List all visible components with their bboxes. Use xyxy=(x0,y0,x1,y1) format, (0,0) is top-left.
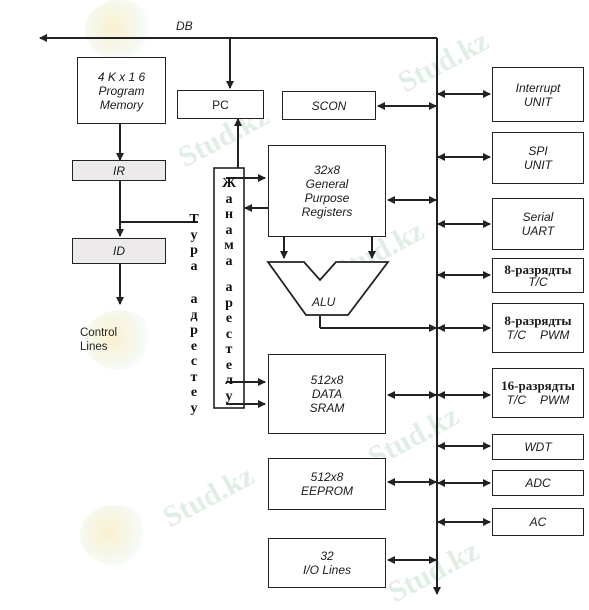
timer-16bit-pwm-label: 16-разрядты xyxy=(501,378,575,393)
vertical-char: е xyxy=(225,357,233,373)
vertical-char: д xyxy=(190,307,198,323)
vertical-char: т xyxy=(225,342,233,357)
interrupt-unit-label: UNIT xyxy=(524,94,552,109)
gpr-label-3: Registers xyxy=(301,205,353,219)
gpr-label-2: Purpose xyxy=(304,191,350,205)
gpr-block: 32x8 General Purpose Registers xyxy=(268,145,386,237)
io-lines-block: 32 I/O Lines xyxy=(268,538,386,588)
control-lines-line2: Lines xyxy=(80,341,108,353)
spi-unit-block: SPI UNIT xyxy=(492,132,584,184)
serial-label: Serial xyxy=(522,210,554,224)
vertical-char: а xyxy=(190,258,198,274)
pwm-label: PWM xyxy=(540,328,570,342)
io-lines-count: 32 xyxy=(320,549,334,563)
serial-uart-block: Serial UART xyxy=(492,198,584,250)
uart-label: UART xyxy=(521,224,555,238)
vertical-char: Т xyxy=(189,212,199,227)
spi-unit-label: UNIT xyxy=(524,158,552,172)
control-lines-line1: Control xyxy=(80,327,118,339)
ac-label: AC xyxy=(529,515,547,529)
vertical-char: м xyxy=(224,238,234,253)
spi-label: SPI xyxy=(528,144,548,158)
adc-block: ADC xyxy=(492,470,584,496)
scon-label: SCON xyxy=(311,98,347,113)
vertical-char: а xyxy=(225,280,233,295)
vertical-char: т xyxy=(190,369,198,385)
sram-size: 512x8 xyxy=(310,373,344,387)
wdt-label: WDT xyxy=(524,440,552,454)
pc-label: PC xyxy=(212,97,229,112)
id-label: ID xyxy=(113,244,125,258)
vertical-char: е xyxy=(225,311,233,326)
io-lines-label: I/O Lines xyxy=(302,563,352,577)
gpr-size: 32x8 xyxy=(313,163,341,177)
alu-label: ALU xyxy=(312,295,336,309)
control-lines-label: Control Lines xyxy=(80,326,117,354)
vertical-char: а xyxy=(225,191,233,207)
vertical-char: Ж xyxy=(222,176,236,191)
vertical-char: н xyxy=(224,207,234,222)
tc-label: T/C xyxy=(506,328,526,342)
gpr-label-1: General xyxy=(305,177,349,191)
sram-block: 512x8 DATA SRAM xyxy=(268,354,386,434)
program-memory-label: Program xyxy=(98,83,145,98)
vertical-char: р xyxy=(190,323,198,338)
timer-tc-label: T/C xyxy=(528,274,548,289)
timer-8bit-label: 8-разрядты xyxy=(504,261,572,277)
interrupt-unit-block: Interrupt UNIT xyxy=(492,67,584,122)
program-memory-size: 4 K x 1 6 xyxy=(97,69,146,84)
interrupt-label: Interrupt xyxy=(515,80,561,95)
timer-8bit-pwm-label: 8-разрядты xyxy=(504,313,572,328)
tc-label: T/C xyxy=(506,393,526,407)
vertical-char: р xyxy=(190,243,198,258)
vertical-label-arestelu: а р е с т е л у xyxy=(222,280,236,404)
timer-16bit-pwm-modes: T/C PWM xyxy=(507,393,570,407)
vertical-char: с xyxy=(225,326,233,342)
eeprom-label: EEPROM xyxy=(300,484,353,498)
wdt-block: WDT xyxy=(492,434,584,460)
address-label-frame xyxy=(213,167,245,409)
ir-label: IR xyxy=(113,163,125,178)
eeprom-size: 512x8 xyxy=(310,470,344,484)
pc-block: PC xyxy=(177,90,264,119)
pwm-label: PWM xyxy=(540,393,570,407)
sram-label-1: DATA xyxy=(311,387,343,401)
program-memory-label-2: Memory xyxy=(99,97,144,112)
timer-8bit-pwm-modes: T/C PWM xyxy=(507,328,570,342)
vertical-label-tura: Т у р а xyxy=(187,212,201,274)
vertical-char: а xyxy=(225,222,233,238)
vertical-char: л xyxy=(225,373,233,388)
alu-shape xyxy=(266,261,390,316)
vertical-label-janama: Ж а н а м а xyxy=(222,176,236,269)
vertical-char: у xyxy=(190,400,198,416)
bus-label: DB xyxy=(176,19,193,33)
program-memory-block: 4 K x 1 6 Program Memory xyxy=(77,57,166,124)
timer-8bit-pwm-block: 8-разрядты T/C PWM xyxy=(492,303,584,353)
ac-block: AC xyxy=(492,508,584,536)
adc-label: ADC xyxy=(525,476,551,490)
vertical-char: у xyxy=(225,388,233,404)
vertical-char: а xyxy=(225,253,233,269)
timer-8bit-block: 8-разрядты T/C xyxy=(492,258,584,293)
sram-label-2: SRAM xyxy=(309,401,345,415)
ir-block: IR xyxy=(72,160,166,181)
vertical-char: е xyxy=(190,385,198,400)
vertical-char: а xyxy=(190,292,198,307)
vertical-char: е xyxy=(190,338,198,354)
vertical-char: с xyxy=(190,354,198,369)
id-block: ID xyxy=(72,238,166,264)
vertical-label-adresteu: а д р е с т е у xyxy=(187,292,201,416)
vertical-char: у xyxy=(190,227,198,243)
scon-block: SCON xyxy=(282,91,376,120)
timer-16bit-pwm-block: 16-разрядты T/C PWM xyxy=(492,368,584,418)
vertical-char: р xyxy=(225,295,233,311)
eeprom-block: 512x8 EEPROM xyxy=(268,458,386,510)
